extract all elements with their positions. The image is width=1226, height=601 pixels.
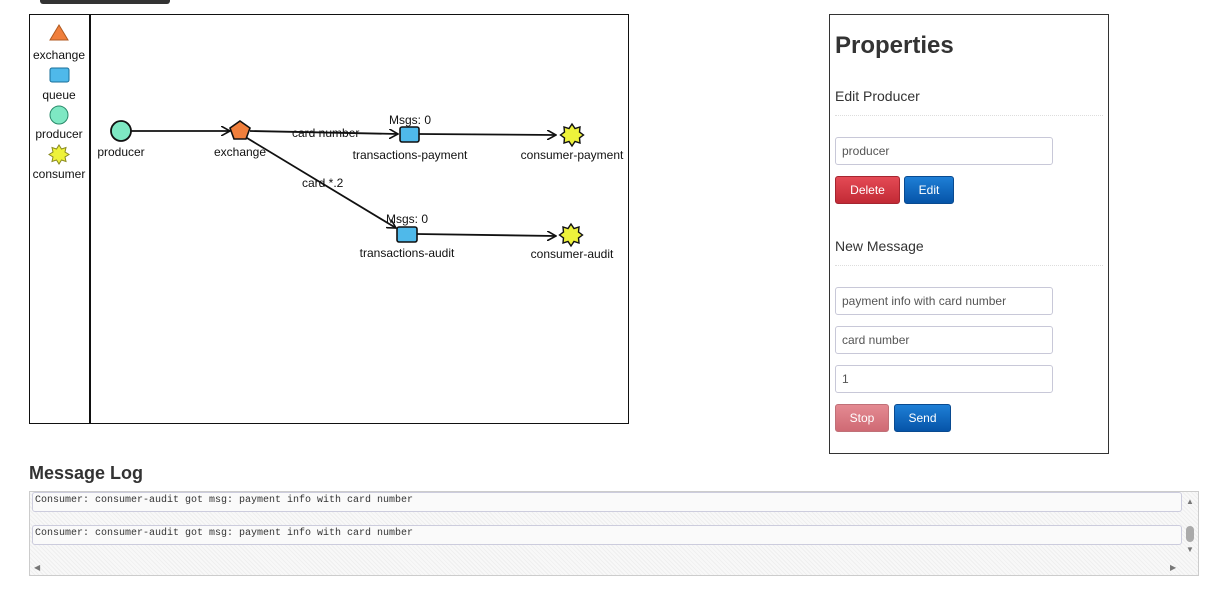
edge-audit-consumer[interactable]	[416, 234, 556, 236]
divider	[835, 265, 1103, 266]
diagram-canvas[interactable]: exchange queue producer consumer card nu…	[29, 14, 629, 424]
diagram-svg[interactable]: exchange queue producer consumer card nu…	[30, 15, 628, 423]
node-exchange[interactable]: exchange	[214, 120, 266, 159]
log-entry: Consumer: consumer-audit got msg: paymen…	[32, 492, 1182, 512]
palette-label-producer: producer	[35, 127, 82, 141]
message-log-title: Message Log	[29, 463, 144, 483]
message-text-input[interactable]	[835, 287, 1053, 315]
node-consumer-payment[interactable]: consumer-payment	[521, 122, 624, 162]
starburst-icon	[48, 144, 70, 165]
edit-button[interactable]: Edit	[904, 176, 954, 204]
node-label-producer: producer	[97, 145, 144, 159]
top-toolbar-stub	[40, 0, 170, 4]
palette-item-queue[interactable]: queue	[42, 67, 76, 102]
triangle-icon	[49, 24, 69, 41]
shape-palette	[30, 15, 91, 423]
node-producer[interactable]: producer	[97, 120, 145, 159]
node-queue-audit[interactable]: Msgs: 0 transactions-audit	[360, 212, 455, 260]
properties-panel: Properties Edit Producer Delete Edit New…	[829, 14, 1109, 454]
palette-label-queue: queue	[42, 88, 76, 102]
producer-name-input[interactable]	[835, 137, 1053, 165]
queue-icon	[399, 126, 420, 143]
scroll-right-icon[interactable]: ▶	[1170, 563, 1177, 572]
stop-button[interactable]: Stop	[835, 404, 889, 432]
circle-icon	[49, 105, 69, 125]
edge-label-card-number: card number	[292, 126, 359, 140]
palette-label-consumer: consumer	[33, 167, 86, 181]
palette-item-producer[interactable]: producer	[35, 105, 83, 141]
edge-payment-consumer[interactable]	[418, 134, 556, 135]
new-message-heading: New Message	[835, 238, 924, 254]
circle-icon	[110, 120, 132, 142]
scroll-up-icon[interactable]: ▲	[1186, 497, 1194, 506]
delete-button[interactable]: Delete	[835, 176, 900, 204]
queue-icon	[396, 226, 418, 243]
palette-item-consumer[interactable]: consumer	[33, 144, 86, 181]
node-label-queue-payment: transactions-payment	[353, 148, 468, 162]
node-queue-payment[interactable]: Msgs: 0 transactions-payment	[353, 113, 468, 162]
edge-exchange-audit[interactable]	[241, 134, 396, 228]
pentagon-icon	[229, 120, 251, 140]
horizontal-scrollbar[interactable]: ◀ ▶	[30, 561, 1198, 575]
log-entry: Consumer: consumer-audit got msg: paymen…	[32, 525, 1182, 545]
node-label-queue-audit: transactions-audit	[360, 246, 455, 260]
queue-icon	[49, 67, 70, 83]
queue-payment-msgs: Msgs: 0	[389, 113, 431, 127]
node-label-consumer-audit: consumer-audit	[531, 247, 614, 261]
node-label-exchange: exchange	[214, 145, 266, 159]
scroll-thumb[interactable]	[1186, 526, 1194, 542]
queue-audit-msgs: Msgs: 0	[386, 212, 428, 226]
scroll-left-icon[interactable]: ◀	[34, 563, 41, 572]
message-count-input[interactable]	[835, 365, 1053, 393]
starburst-icon	[559, 122, 585, 148]
edge-label-card-pattern: card.*.2	[302, 176, 344, 190]
palette-item-exchange[interactable]: exchange	[33, 24, 85, 62]
node-label-consumer-payment: consumer-payment	[521, 148, 624, 162]
vertical-scrollbar[interactable]: ▲ ▼	[1182, 492, 1198, 562]
divider	[835, 115, 1103, 116]
send-button[interactable]: Send	[894, 404, 951, 432]
message-log[interactable]: Consumer: consumer-audit got msg: paymen…	[29, 491, 1199, 576]
node-consumer-audit[interactable]: consumer-audit	[531, 222, 614, 261]
palette-label-exchange: exchange	[33, 48, 85, 62]
properties-title: Properties	[835, 32, 954, 59]
edit-producer-heading: Edit Producer	[835, 88, 920, 104]
scroll-down-icon[interactable]: ▼	[1186, 545, 1194, 554]
routing-key-input[interactable]	[835, 326, 1053, 354]
edge-exchange-payment[interactable]	[249, 131, 398, 134]
starburst-icon	[558, 222, 584, 248]
